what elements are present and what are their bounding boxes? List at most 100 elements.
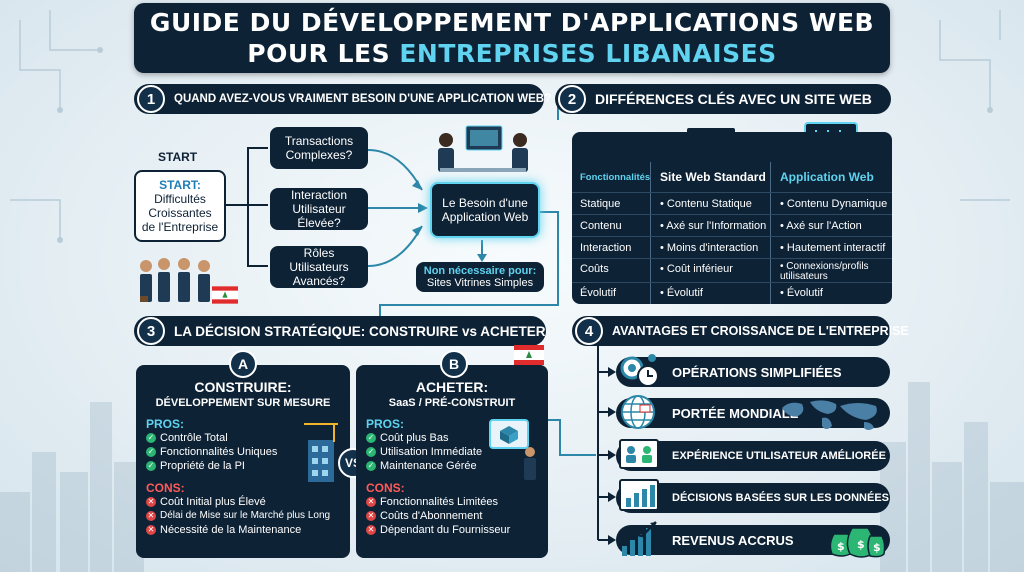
buy-title: ACHETER: — [415, 379, 489, 395]
build-title: CONSTRUIRE: — [194, 379, 292, 395]
buy-subtitle: SaaS / PRÉ-CONSTRUIT — [388, 397, 516, 409]
option-roles: Rôles Utilisateurs Avancés? — [270, 246, 368, 288]
not-needed-box: Non nécessaire pour: Sites Vitrines Simp… — [416, 262, 544, 292]
table-cell: • Contenu Dynamique — [780, 198, 888, 210]
buy-cons-label: CONS: — [366, 481, 405, 495]
table-cell: Contenu — [580, 220, 622, 232]
table-cell: • Évolutif — [660, 287, 703, 299]
table-cell: • Axé sur l'Information — [660, 220, 767, 232]
section-3-heading: LA DÉCISION STRATÉGIQUE: CONSTRUIRE vs A… — [174, 323, 546, 339]
table-row: Évolutif • Évolutif • Évolutif — [572, 287, 892, 299]
con-text: Nécessité de la Maintenance — [160, 524, 302, 536]
table-row: Coûts • Coût inférieur • Connexions/prof… — [572, 262, 892, 282]
build-pros-label: PROS: — [146, 417, 185, 431]
table-cell: • Connexions/profils utilisateurs — [780, 261, 869, 282]
bar-chart-icon — [619, 479, 659, 511]
money-bags-icon: $ $ $ — [829, 527, 886, 558]
pro-text: Maintenance Gérée — [380, 460, 477, 472]
saas-box-icon — [489, 419, 536, 480]
title-line-2-white: POUR LES — [247, 39, 400, 68]
table-cell: • Coût inférieur — [660, 263, 733, 275]
world-map-decoration — [782, 400, 877, 430]
not-needed-title: Non nécessaire pour: — [423, 265, 537, 277]
web-app-need-box: Le Besoin d'une Application Web — [430, 182, 540, 238]
header-features: Fonctionnalités — [580, 172, 651, 183]
section-4-header: 4 AVANTAGES ET CROISSANCE DE L'ENTREPRIS… — [572, 316, 909, 346]
benefit-revenue: REVENUS ACCRUS — [616, 525, 890, 555]
pro-text: Fonctionnalités Uniques — [160, 446, 278, 458]
growth-chart-icon — [621, 521, 657, 556]
title-line-1: GUIDE DU DÉVELOPPEMENT D'APPLICATIONS WE… — [149, 8, 875, 37]
start-box-title: START: — [159, 178, 201, 192]
table-header-row: Fonctionnalités Site Web Standard Applic… — [572, 170, 892, 184]
users-screen-icon — [619, 439, 659, 469]
comparison-table: Fonctionnalités Site Web Standard Applic… — [572, 132, 892, 304]
header-standard-site: Site Web Standard — [660, 170, 766, 184]
buy-badge: B — [440, 350, 468, 378]
section-4-heading: AVANTAGES ET CROISSANCE DE L'ENTREPRISE — [612, 324, 909, 338]
con-text: Délai de Mise sur le Marché plus Long — [160, 510, 331, 521]
business-people-illustration — [140, 258, 210, 302]
header-web-app: Application Web — [780, 170, 874, 184]
table-cell: • Axé sur l'Action — [780, 220, 862, 232]
table-cell: • Contenu Statique — [660, 198, 752, 210]
lebanon-flag-icon — [514, 345, 544, 365]
buy-pros-label: PROS: — [366, 417, 405, 431]
table-cell: Évolutif — [580, 287, 617, 299]
pro-text: Propriété de la PI — [160, 460, 245, 472]
title-line-2: POUR LES ENTREPRISES LIBANAISES — [247, 38, 776, 69]
table-cell: • Moins d'interaction — [660, 242, 759, 254]
main-title-banner: GUIDE DU DÉVELOPPEMENT D'APPLICATIONS WE… — [134, 3, 890, 73]
table-row: Interaction • Moins d'interaction • Haut… — [572, 242, 892, 254]
list-item: ✓Maintenance Gérée — [366, 460, 477, 472]
list-item: ✕Dépendant du Fournisseur — [366, 524, 511, 536]
con-text: Dépendant du Fournisseur — [380, 524, 511, 536]
section-3-header: 3 LA DÉCISION STRATÉGIQUE: CONSTRUIRE vs… — [134, 316, 546, 346]
benefit-user-experience: EXPÉRIENCE UTILISATEUR AMÉLIORÉE — [616, 441, 890, 471]
list-item: ✓Propriété de la PI — [146, 460, 245, 472]
build-panel: CONSTRUIRE: DÉVELOPPEMENT SUR MESURE PRO… — [136, 365, 350, 558]
title-line-2-accent: ENTREPRISES LIBANAISES — [399, 39, 777, 68]
construction-building-icon — [304, 423, 338, 482]
not-needed-text: Sites Vitrines Simples — [426, 277, 534, 289]
benefit-operations: OPÉRATIONS SIMPLIFIÉES — [616, 357, 890, 387]
list-item: ✓Fonctionnalités Uniques — [146, 446, 278, 458]
start-box-text: Difficultés Croissantes de l'Entreprise — [141, 192, 219, 234]
gears-clock-icon — [620, 354, 659, 387]
benefit-label: OPÉRATIONS SIMPLIFIÉES — [672, 364, 842, 380]
con-text: Coût Initial plus Élevé — [160, 496, 266, 508]
build-badge: A — [229, 350, 257, 378]
section-3-number: 3 — [137, 317, 165, 345]
table-cell: • Évolutif — [780, 287, 823, 299]
benefit-label: REVENUS ACCRUS — [672, 532, 794, 548]
list-item: ✓Contrôle Total — [146, 432, 228, 444]
table-cell: Statique — [580, 198, 621, 210]
list-item: ✓Coût plus Bas — [366, 432, 449, 444]
list-item: ✕Coûts d'Abonnement — [366, 510, 483, 522]
buy-panel: ACHETER: SaaS / PRÉ-CONSTRUIT PROS: ✓Coû… — [356, 365, 548, 558]
benefit-global-reach: PORTÉE MONDIALE — [616, 398, 890, 428]
section-2-header: 2 DIFFÉRENCES CLÉS AVEC UN SITE WEB — [555, 84, 891, 114]
table-row: Statique • Contenu Statique • Contenu Dy… — [572, 198, 892, 210]
globe-icon — [621, 395, 655, 429]
section-1-header: 1 QUAND AVEZ-VOUS VRAIMENT BESOIN D'UNE … — [134, 84, 551, 114]
start-label: START — [158, 150, 198, 164]
team-computer-illustration — [438, 125, 528, 172]
start-box: START: Difficultés Croissantes de l'Entr… — [134, 170, 226, 242]
svg-text:$: $ — [857, 538, 865, 551]
list-item: ✕Délai de Mise sur le Marché plus Long — [146, 510, 331, 521]
list-item: ✕Nécessité de la Maintenance — [146, 524, 302, 536]
table-cell: • Hautement interactif — [780, 242, 886, 254]
list-item: ✓Utilisation Immédiate — [366, 446, 483, 458]
section-1-heading: QUAND AVEZ-VOUS VRAIMENT BESOIN D'UNE AP… — [174, 93, 552, 105]
pro-text: Contrôle Total — [160, 432, 228, 444]
benefit-label: DÉCISIONS BASÉES SUR LES DONNÉES — [672, 492, 889, 504]
pro-text: Utilisation Immédiate — [380, 446, 483, 458]
svg-text:$: $ — [873, 541, 881, 554]
svg-text:$: $ — [837, 540, 845, 553]
option-interaction: Interaction Utilisateur Élevée? — [270, 188, 368, 230]
table-cell: Interaction — [580, 242, 632, 254]
section-2-heading: DIFFÉRENCES CLÉS AVEC UN SITE WEB — [595, 91, 872, 107]
pro-text: Coût plus Bas — [380, 432, 449, 444]
option-transactions: Transactions Complexes? — [270, 127, 368, 169]
